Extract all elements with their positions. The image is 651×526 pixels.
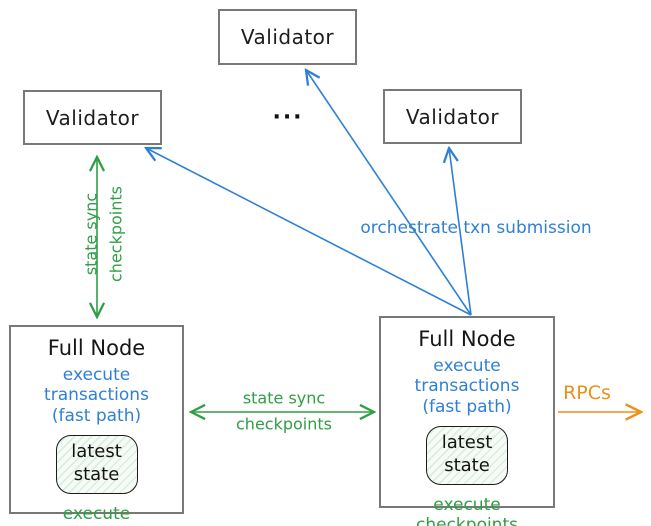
validator-box-right: Validator xyxy=(383,89,522,144)
latest-state-line1: latest xyxy=(441,432,493,454)
full-node-title: Full Node xyxy=(47,336,146,360)
validators-ellipsis: ... xyxy=(272,99,304,125)
latest-state-line1: latest xyxy=(71,441,122,463)
execute-transactions-label: execute transactions (fast path) xyxy=(381,356,553,417)
validator-label: Validator xyxy=(45,105,140,130)
latest-state-box: latest state xyxy=(426,426,508,486)
validator-box-top: Validator xyxy=(218,9,357,65)
state-sync-vertical-label-line1: state sync xyxy=(81,192,101,276)
fast-path-line: (fast path) xyxy=(51,405,142,426)
state-sync-horizontal-label-line1: state sync xyxy=(242,388,326,408)
full-node-box-right: Full Node execute transactions (fast pat… xyxy=(379,316,555,526)
latest-state-box: latest state xyxy=(55,435,138,495)
latest-state-line2: state xyxy=(444,454,490,476)
arrow-orchestrate-to-left-validator xyxy=(146,148,472,316)
rpcs-label: RPCs xyxy=(563,382,611,404)
full-node-title: Full Node xyxy=(418,327,516,351)
execute-transactions-line1: execute transactions xyxy=(44,365,149,406)
validator-box-left: Validator xyxy=(23,90,162,145)
validator-label: Validator xyxy=(405,104,500,129)
state-sync-horizontal-label-line2: checkpoints xyxy=(236,414,332,434)
validator-label: Validator xyxy=(240,25,335,49)
execute-checkpoints-label: execute checkpoints xyxy=(46,504,148,526)
latest-state-line2: state xyxy=(73,463,120,485)
arrow-orchestrate-to-right-validator xyxy=(449,148,472,316)
full-node-box-left: Full Node execute transactions (fast pat… xyxy=(9,325,184,526)
execute-checkpoints-label: execute checkpoints xyxy=(416,495,518,526)
fast-path-line: (fast path) xyxy=(422,396,512,417)
orchestrate-txn-submission-label: orchestrate txn submission xyxy=(360,218,592,238)
execute-transactions-line1: execute transactions xyxy=(414,356,520,397)
state-sync-vertical-label-line2: checkpoints xyxy=(106,186,126,282)
execute-transactions-label: execute transactions (fast path) xyxy=(11,365,182,426)
arrow-orchestrate-to-top-validator xyxy=(306,70,472,316)
